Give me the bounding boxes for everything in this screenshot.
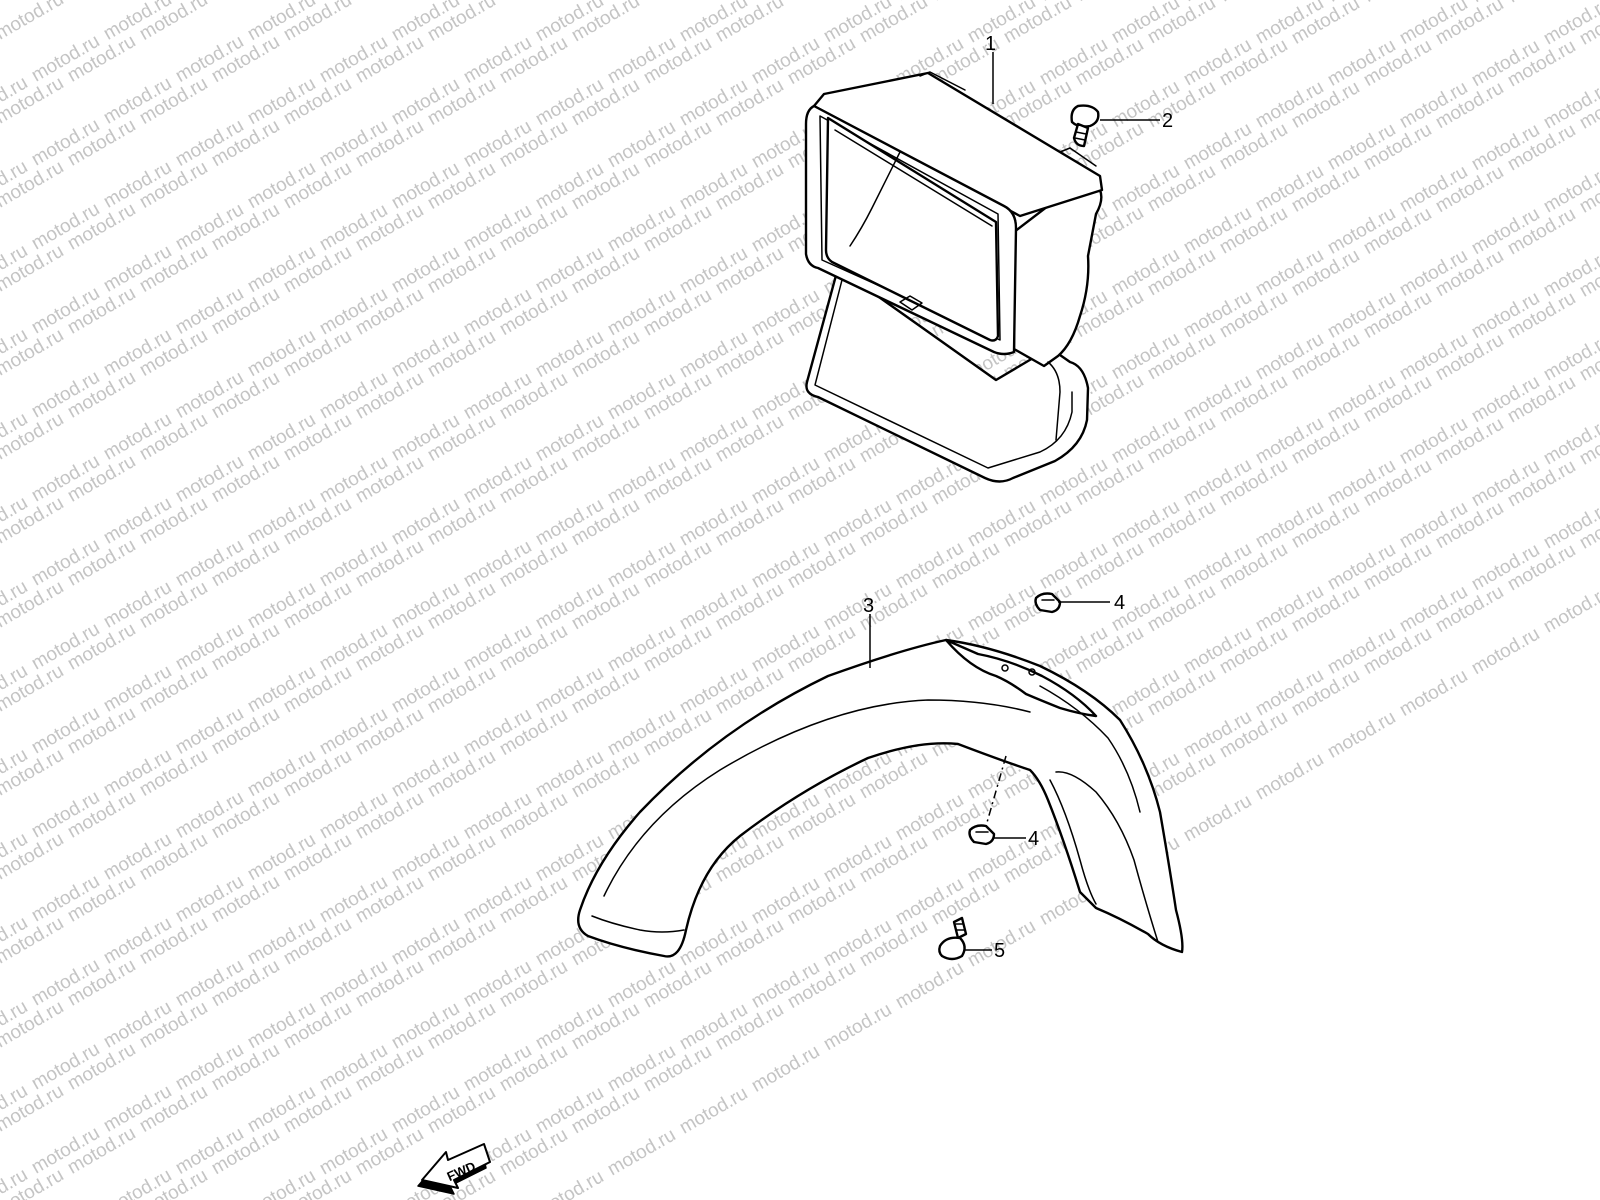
watermark-text: motod.ru (1072, 0, 1147, 6)
watermark-text: motod.ru (928, 0, 1003, 5)
fwd-arrow-icon: FWD (417, 1143, 491, 1195)
watermark-text: motod.ru (496, 0, 571, 4)
watermark-text: motod.ru (532, 1166, 607, 1200)
watermark-text: motod.ru (1504, 0, 1579, 7)
callouts: 1 2 3 4 4 5 (863, 33, 1173, 962)
watermark-text: motod.ru (892, 958, 967, 1014)
watermark-text: motod.ru (640, 0, 715, 4)
watermark-text: motod.ru (748, 1041, 823, 1097)
watermark-text: motod.ru (1468, 623, 1543, 679)
fender-nut-upper (1034, 592, 1062, 614)
watermark-text: motod.ru (784, 0, 859, 5)
watermark-text: motod.ru (820, 999, 895, 1055)
leader-lines (869, 52, 1160, 951)
watermark-text: motod.ru (208, 0, 283, 3)
callout-1: 1 (985, 33, 996, 55)
headlight-housing (804, 71, 1104, 483)
callout-4-lower: 4 (1028, 828, 1039, 850)
watermark-text: motod.ru (1216, 0, 1291, 6)
fender-nut-lower (968, 755, 1007, 846)
front-fender (577, 638, 1184, 958)
watermark-text: motod.ru (1396, 665, 1471, 721)
watermark-text: motod.ru (1180, 790, 1255, 846)
watermark-text: motod.ru (1360, 0, 1435, 7)
watermark-text: motod.ru (64, 0, 139, 3)
callout-2: 2 (1162, 110, 1173, 132)
headlight-screw (1070, 104, 1100, 148)
watermark-text: motod.ru (676, 1083, 751, 1139)
fender-bolt (938, 916, 968, 961)
watermark-text: motod.ru (0, 0, 67, 44)
callout-5: 5 (994, 940, 1005, 962)
watermark-text: motod.ru (1540, 582, 1600, 638)
watermark-text: motod.ru (604, 1125, 679, 1181)
watermark-text: motod.ru (1252, 749, 1327, 805)
watermark-text: motod.ru (0, 0, 31, 2)
callout-4-upper: 4 (1114, 592, 1125, 614)
callout-3: 3 (863, 595, 874, 617)
watermark-text: motod.ru (352, 0, 427, 4)
watermark-text: motod.ru (1324, 707, 1399, 763)
